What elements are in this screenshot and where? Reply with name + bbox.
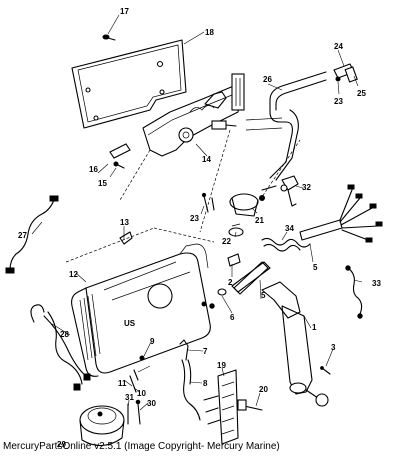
callout-leaders (31, 14, 363, 411)
callout-5b: 5 (313, 263, 318, 272)
callout-24: 24 (334, 42, 343, 51)
callout-11: 11 (118, 379, 127, 388)
part-7-8-cable-clip (179, 339, 201, 421)
part-2-nut (227, 253, 241, 267)
callout-2: 2 (228, 278, 233, 287)
callout-21: 21 (255, 216, 264, 225)
callout-20: 20 (259, 385, 268, 394)
part-12-control-housing (71, 243, 215, 377)
callout-19: 19 (217, 361, 226, 370)
callout-32: 32 (302, 183, 311, 192)
callout-23b: 23 (190, 214, 199, 223)
callout-3: 3 (331, 343, 336, 352)
part-5-shaft (231, 261, 271, 293)
part-6-washer (217, 288, 227, 296)
callout-22: 22 (222, 237, 231, 246)
housing-panel-lettering: US (124, 319, 136, 328)
part-24-25-cable-ends (333, 63, 358, 83)
callout-29: 29 (57, 440, 66, 449)
callout-30: 30 (147, 399, 156, 408)
callout-7: 7 (203, 347, 208, 356)
part-30-31-screws (127, 399, 141, 425)
callout-6: 6 (230, 313, 235, 322)
callout-9: 9 (150, 337, 155, 346)
callout-labels: 17 18 24 26 25 23 14 16 15 32 23 21 13 2… (18, 7, 381, 449)
part-19-terminal-block (203, 369, 239, 445)
part-23-screws (201, 192, 215, 213)
callout-15: 15 (98, 179, 107, 188)
callout-10: 10 (137, 389, 146, 398)
callout-13: 13 (120, 218, 129, 227)
callout-23: 23 (334, 97, 343, 106)
part-18-mounting-plate (71, 39, 187, 129)
callout-26: 26 (263, 75, 272, 84)
part-20-bolt (237, 399, 263, 411)
callout-12: 12 (69, 270, 78, 279)
part-34-wire-harness (261, 237, 311, 252)
part-5-wire-bundle (299, 184, 383, 243)
part-33-wire-lead (345, 265, 363, 319)
part-17-screw (102, 34, 116, 41)
part-29-gauge (79, 405, 125, 447)
part-32-key (280, 175, 299, 207)
callout-8: 8 (203, 379, 208, 388)
part-3-screw (320, 366, 331, 375)
assembly-guide-lines (65, 129, 301, 263)
callout-25: 25 (357, 89, 366, 98)
callout-27: 27 (18, 231, 27, 240)
callout-1: 1 (312, 323, 317, 332)
callout-16: 16 (89, 165, 98, 174)
part-21-ignition-switch (229, 185, 277, 217)
part-22-switch-nut (228, 223, 244, 237)
part-26-control-cables (245, 71, 327, 181)
part-9-10-11-fasteners (129, 355, 145, 393)
part-27-wire-lead (5, 195, 59, 274)
part-15-16-fasteners (109, 143, 131, 169)
callout-18: 18 (205, 28, 214, 37)
callout-31: 31 (125, 393, 134, 402)
callout-34: 34 (285, 224, 294, 233)
callout-33: 33 (372, 279, 381, 288)
part-14-control-mechanism (142, 73, 245, 157)
part-1-throttle-lever (261, 281, 329, 407)
callout-5: 5 (261, 291, 266, 300)
callout-17: 17 (120, 7, 129, 16)
part-13-bracket (119, 231, 133, 245)
callout-28: 28 (60, 330, 69, 339)
callout-14: 14 (202, 155, 211, 164)
copyright-footer: MercuryPartsOnline v2.5.1 (Image Copyrig… (3, 441, 280, 452)
